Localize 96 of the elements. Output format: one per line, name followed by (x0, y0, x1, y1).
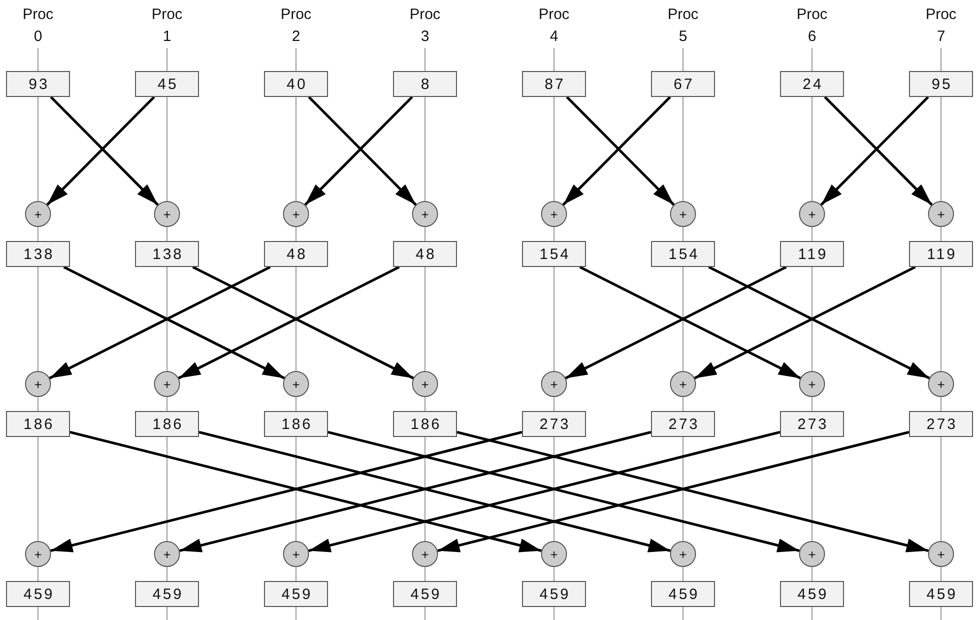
value-box: 8 (393, 71, 457, 97)
value-box: 459 (780, 581, 844, 607)
connector-line (682, 48, 684, 72)
processor-label: Proc 5 (663, 4, 703, 48)
value-box: 119 (780, 241, 844, 267)
value-box: 459 (651, 581, 715, 607)
value-box: 154 (522, 241, 586, 267)
connector-line (166, 606, 168, 620)
connector-line (940, 266, 942, 372)
connector-line (166, 96, 168, 202)
value-box: 138 (135, 241, 199, 267)
connector-line (940, 396, 942, 412)
connector-line (940, 436, 942, 542)
connector-line (424, 226, 426, 242)
connector-line (424, 48, 426, 72)
value-box: 273 (522, 411, 586, 437)
processor-label: Proc 0 (18, 4, 58, 48)
connector-line (682, 606, 684, 620)
connector-line (424, 566, 426, 582)
connector-line (682, 226, 684, 242)
connector-line (682, 396, 684, 412)
connector-line (682, 566, 684, 582)
connector-line (166, 396, 168, 412)
connector-line (940, 48, 942, 72)
processor-label: Proc 2 (276, 4, 316, 48)
processor-label: Proc 3 (405, 4, 445, 48)
connector-line (940, 226, 942, 242)
connector-line (166, 566, 168, 582)
adder-circle: + (25, 371, 51, 397)
processor-label: Proc 4 (534, 4, 574, 48)
connector-line (424, 396, 426, 412)
connector-line (424, 96, 426, 202)
adder-circle: + (412, 201, 438, 227)
adder-circle: + (25, 541, 51, 567)
value-box: 186 (264, 411, 328, 437)
processor-label: Proc 6 (792, 4, 832, 48)
adder-circle: + (541, 201, 567, 227)
connector-line (682, 436, 684, 542)
adder-circle: + (541, 541, 567, 567)
connector-line (940, 96, 942, 202)
value-box: 459 (522, 581, 586, 607)
connector-line (166, 436, 168, 542)
connector-line (424, 266, 426, 372)
value-box: 459 (135, 581, 199, 607)
value-box: 186 (6, 411, 70, 437)
connector-line (424, 606, 426, 620)
value-box: 459 (264, 581, 328, 607)
value-box: 119 (909, 241, 973, 267)
adder-circle: + (154, 201, 180, 227)
value-box: 87 (522, 71, 586, 97)
value-box: 93 (6, 71, 70, 97)
connector-line (166, 266, 168, 372)
connector-line (166, 48, 168, 72)
adder-circle: + (541, 371, 567, 397)
value-box: 138 (6, 241, 70, 267)
value-box: 67 (651, 71, 715, 97)
value-box: 40 (264, 71, 328, 97)
adder-circle: + (670, 541, 696, 567)
connector-line (940, 566, 942, 582)
connector-line (682, 266, 684, 372)
adder-circle: + (670, 201, 696, 227)
value-box: 48 (264, 241, 328, 267)
connector-line (424, 436, 426, 542)
connector-line (682, 96, 684, 202)
adder-circle: + (670, 371, 696, 397)
adder-circle: + (928, 371, 954, 397)
value-box: 45 (135, 71, 199, 97)
value-box: 154 (651, 241, 715, 267)
connector-line (940, 606, 942, 620)
adder-circle: + (412, 541, 438, 567)
value-box: 48 (393, 241, 457, 267)
value-box: 459 (909, 581, 973, 607)
value-box: 95 (909, 71, 973, 97)
value-box: 273 (909, 411, 973, 437)
adder-circle: + (928, 541, 954, 567)
adder-circle: + (25, 201, 51, 227)
adder-circle: + (799, 541, 825, 567)
connector-line (166, 226, 168, 242)
adder-circle: + (283, 201, 309, 227)
adder-circle: + (799, 201, 825, 227)
adder-circle: + (154, 541, 180, 567)
value-box: 186 (393, 411, 457, 437)
processor-label: Proc 7 (921, 4, 961, 48)
value-box: 273 (651, 411, 715, 437)
adder-circle: + (283, 541, 309, 567)
value-box: 459 (393, 581, 457, 607)
adder-circle: + (154, 371, 180, 397)
value-box: 24 (780, 71, 844, 97)
processor-label: Proc 1 (147, 4, 187, 48)
adder-circle: + (928, 201, 954, 227)
value-box: 459 (6, 581, 70, 607)
value-box: 273 (780, 411, 844, 437)
adder-circle: + (799, 371, 825, 397)
value-box: 186 (135, 411, 199, 437)
adder-circle: + (412, 371, 438, 397)
adder-circle: + (283, 371, 309, 397)
